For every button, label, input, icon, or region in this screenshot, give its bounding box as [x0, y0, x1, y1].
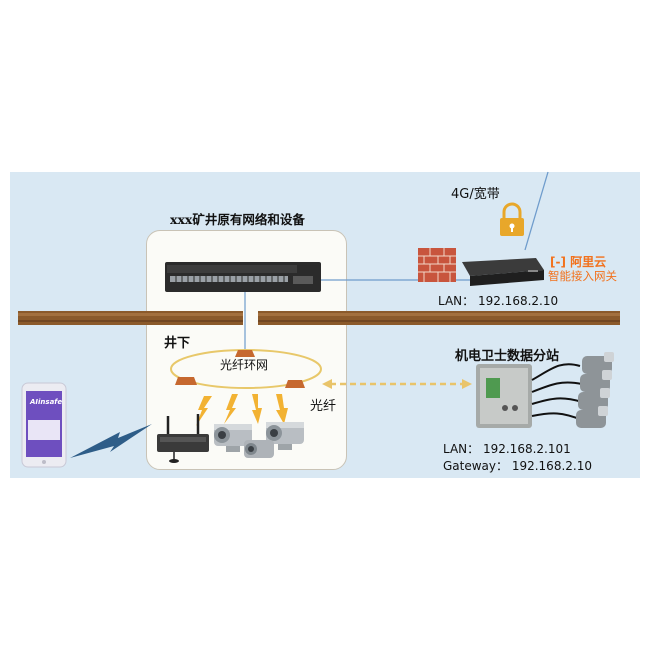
- phone-icon: [21, 382, 67, 468]
- substation-gateway-label: Gateway： 192.168.2.10: [443, 459, 592, 473]
- network-switch-icon: [165, 262, 321, 292]
- router-icon: [157, 414, 209, 463]
- substation-title: 机电卫士数据分站: [455, 349, 560, 364]
- smart-gateway-label: 智能接入网关: [548, 269, 617, 283]
- camera-icon-1: [214, 424, 252, 452]
- gateway-lan-label: LAN： 192.168.2.10: [438, 294, 559, 308]
- ring-node-left: [175, 377, 197, 385]
- aliyun-logo-mark: [-]: [550, 255, 566, 269]
- uplink-label: 4G/宽带: [451, 187, 500, 202]
- phone-app-logo: AIinsafe: [30, 398, 63, 406]
- camera-icon-2: [266, 422, 304, 450]
- firewall-icon: [418, 248, 456, 282]
- substation-cabinet-icon: [476, 364, 532, 428]
- ring-node-top: [235, 350, 255, 357]
- lock-icon: [500, 202, 524, 236]
- uplink-line: [524, 171, 549, 251]
- aliyun-logo: [-] 阿里云: [550, 253, 606, 270]
- substation-lan-label: LAN： 192.168.2.101: [443, 442, 571, 456]
- ground-beam-left: [18, 311, 243, 325]
- fiber-ring-label: 光纤环网: [220, 358, 269, 372]
- wireless-link-lightning: [70, 424, 152, 458]
- aliyun-brand-name: 阿里云: [570, 255, 607, 269]
- underground-label: 井下: [164, 336, 191, 351]
- wireless-beams: [196, 394, 288, 426]
- smart-gateway-icon: [462, 258, 544, 286]
- mine-network-title: xxx矿井原有网络和设备: [170, 212, 305, 227]
- camera-icon-3: [244, 440, 274, 458]
- fiber-arrow: [322, 379, 472, 389]
- motor-icons: [531, 352, 614, 428]
- ring-node-right: [285, 380, 305, 388]
- fiber-label: 光纤: [310, 399, 337, 414]
- ground-beam-right: [258, 311, 620, 325]
